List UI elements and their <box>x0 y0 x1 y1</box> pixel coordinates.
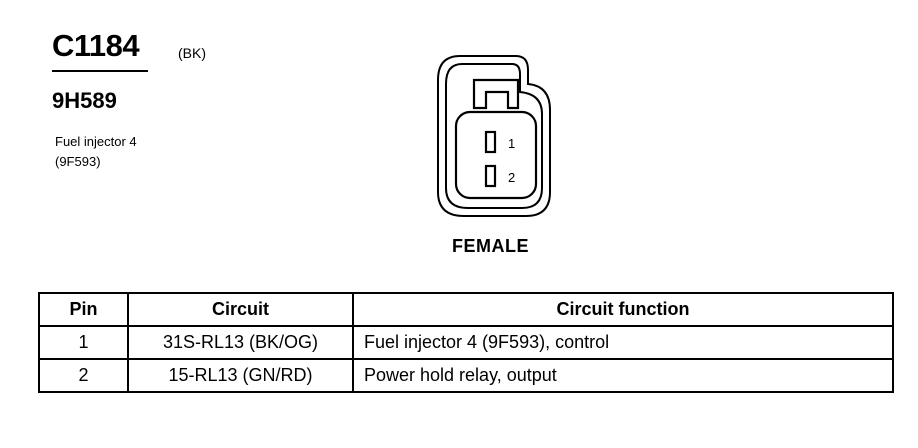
pin-2 <box>484 164 497 188</box>
latch-tab <box>472 78 520 110</box>
cell-function: Power hold relay, output <box>352 358 894 393</box>
connector-face-diagram: 1 2 <box>437 55 551 217</box>
header-circuit-function: Circuit function <box>352 292 894 327</box>
pin-1 <box>484 130 497 154</box>
component-name: Fuel injector 4 <box>55 134 137 149</box>
connector-gender-label: FEMALE <box>452 236 529 256</box>
table-row: 1 31S-RL13 (BK/OG) Fuel injector 4 (9F59… <box>38 325 894 360</box>
housing-inner <box>445 63 543 209</box>
title-underline <box>52 70 148 72</box>
connector-color: (BK) <box>178 45 206 61</box>
table-header-row: Pin Circuit Circuit function <box>38 292 894 327</box>
cell-function: Fuel injector 4 (9F593), control <box>352 325 894 360</box>
part-number: 9H589 <box>52 88 117 113</box>
pinout-table: Pin Circuit Circuit function 1 31S-RL13 … <box>38 292 894 393</box>
pin-cavity <box>454 110 538 200</box>
cell-circuit: 15-RL13 (GN/RD) <box>127 358 354 393</box>
cell-circuit: 31S-RL13 (BK/OG) <box>127 325 354 360</box>
header-circuit: Circuit <box>127 292 354 327</box>
pin-1-label: 1 <box>508 136 515 151</box>
pin-2-label: 2 <box>508 170 515 185</box>
cell-pin: 1 <box>38 325 129 360</box>
header-pin: Pin <box>38 292 129 327</box>
component-code: (9F593) <box>55 154 101 169</box>
cell-pin: 2 <box>38 358 129 393</box>
housing-outer <box>437 55 551 217</box>
table-row: 2 15-RL13 (GN/RD) Power hold relay, outp… <box>38 358 894 393</box>
connector-id: C1184 <box>52 28 140 63</box>
